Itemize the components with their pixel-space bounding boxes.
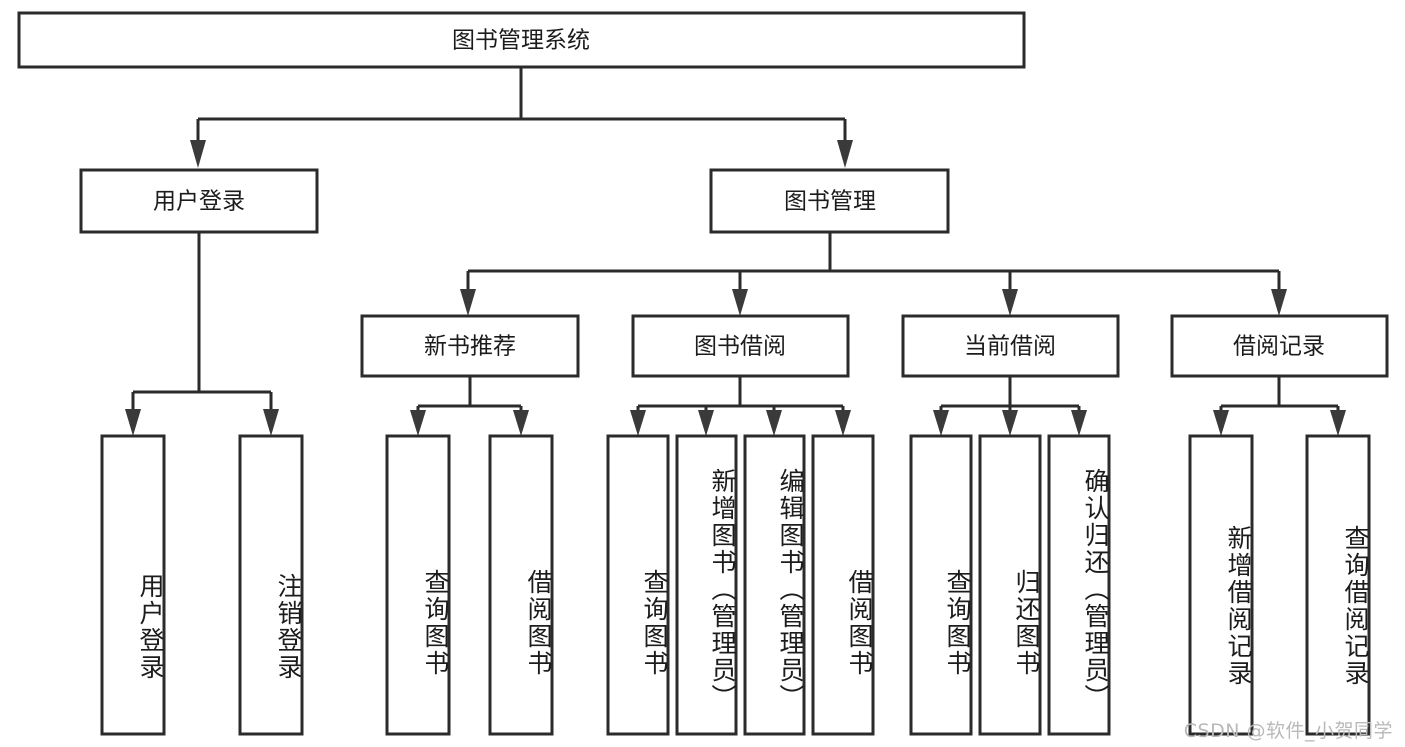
- arrow-head-icon: [837, 140, 853, 168]
- arrow-head-icon: [410, 410, 426, 436]
- arrow-head-icon: [766, 410, 782, 436]
- arrow-head-icon: [835, 410, 851, 436]
- arrow-head-icon: [1002, 289, 1018, 316]
- arrow-head-icon: [1213, 410, 1229, 436]
- node-book-borrow-label: 图书借阅: [694, 334, 786, 360]
- node-root-label: 图书管理系统: [452, 28, 590, 54]
- node-leaf-confirm-return[interactable]: [1047, 434, 1111, 736]
- arrow-head-icon: [1002, 410, 1018, 436]
- node-leaf-edit-book[interactable]: [743, 434, 806, 736]
- node-borrow-record-label: 借阅记录: [1233, 334, 1325, 360]
- arrow-head-icon: [933, 410, 949, 436]
- node-root[interactable]: 图书管理系统: [17, 11, 1026, 69]
- node-leaf-user-login[interactable]: [100, 434, 166, 736]
- arrow-head-icon: [190, 140, 206, 168]
- connector-userlogin-to-leaves: [125, 232, 279, 436]
- arrow-head-icon: [263, 409, 279, 436]
- node-leaf-query-book-3[interactable]: [909, 434, 973, 736]
- arrow-head-icon: [513, 410, 529, 436]
- node-leaf-logout[interactable]: [238, 434, 304, 736]
- node-leaf-add-book[interactable]: [675, 434, 738, 736]
- node-book-management-label: 图书管理: [784, 189, 876, 215]
- node-new-book-recommend-label: 新书推荐: [424, 334, 516, 360]
- node-leaf-borrow-book-2[interactable]: [811, 434, 875, 736]
- arrow-head-icon: [630, 410, 646, 436]
- node-leaf-query-book-1[interactable]: [385, 434, 451, 736]
- node-user-login[interactable]: 用户登录: [79, 168, 319, 234]
- arrow-head-icon: [698, 410, 714, 436]
- node-book-borrow[interactable]: 图书借阅: [631, 314, 850, 378]
- connector-root-to-level2: [190, 67, 853, 168]
- node-current-borrow[interactable]: 当前借阅: [901, 314, 1120, 378]
- node-leaf-query-record[interactable]: [1305, 434, 1371, 736]
- connector-currentborrow-to-leaves: [933, 376, 1087, 436]
- connector-borrowrecord-to-leaves: [1213, 376, 1346, 436]
- arrow-head-icon: [1271, 289, 1287, 316]
- node-borrow-record[interactable]: 借阅记录: [1170, 314, 1389, 378]
- arrow-head-icon: [732, 289, 748, 316]
- arrow-head-icon: [125, 409, 141, 436]
- connector-bookmgmt-to-level3: [460, 232, 1287, 316]
- connector-bookborrow-to-leaves: [630, 376, 851, 436]
- node-leaf-query-book-2[interactable]: [606, 434, 670, 736]
- node-leaf-return-book[interactable]: [978, 434, 1042, 736]
- arrow-head-icon: [1330, 410, 1346, 436]
- node-user-login-label: 用户登录: [153, 189, 245, 215]
- arrow-head-icon: [1071, 410, 1087, 436]
- arrow-head-icon: [460, 289, 476, 316]
- watermark-text: CSDN @软件_小贺同学: [1183, 720, 1393, 742]
- node-book-management[interactable]: 图书管理: [709, 168, 950, 234]
- connector-newbook-to-leaves: [410, 376, 529, 436]
- node-current-borrow-label: 当前借阅: [964, 334, 1056, 360]
- node-leaf-add-record[interactable]: [1188, 434, 1254, 736]
- node-leaf-borrow-book-1[interactable]: [488, 434, 554, 736]
- node-new-book-recommend[interactable]: 新书推荐: [360, 314, 580, 378]
